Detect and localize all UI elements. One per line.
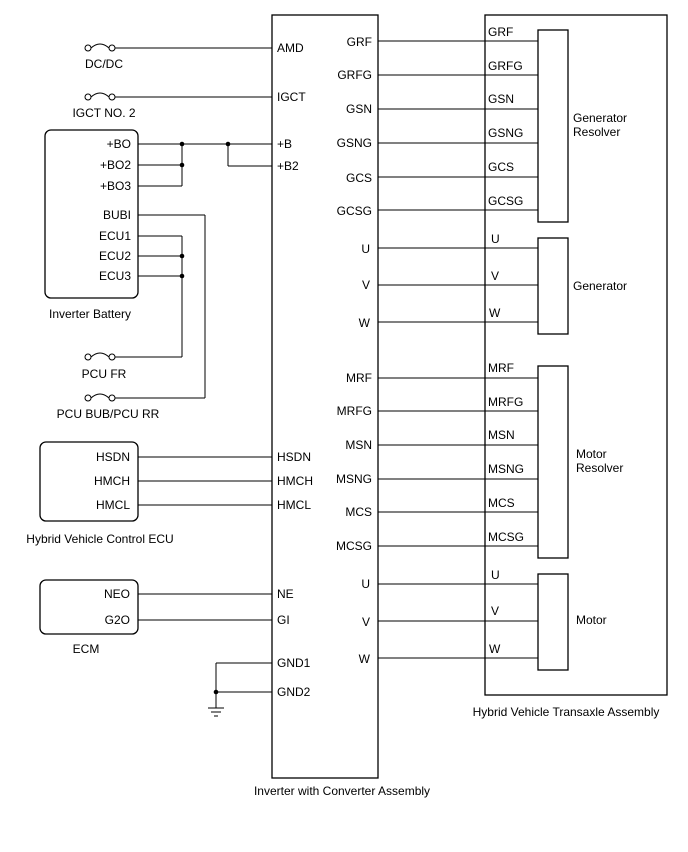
inverter-pin-igct: IGCT xyxy=(277,90,306,104)
inverter-pin-gnd1: GND1 xyxy=(277,656,311,670)
battery-pin-ecu1: ECU1 xyxy=(99,229,131,243)
inverter-pin-gcsg: GCSG xyxy=(337,204,372,218)
inverter-pin-gi: GI xyxy=(277,613,290,627)
hv-ecu-pin-hmch: HMCH xyxy=(94,474,130,488)
transaxle-pin-msng: MSNG xyxy=(488,462,524,476)
inverter-pin-grf: GRF xyxy=(347,35,372,49)
transaxle-pin-mot-v: V xyxy=(491,604,499,618)
inverter-pin-mrf: MRF xyxy=(346,371,372,385)
inverter-pin-amd: AMD xyxy=(277,41,304,55)
transaxle-title: Hybrid Vehicle Transaxle Assembly xyxy=(473,705,660,719)
inverter-battery-box xyxy=(44,129,139,299)
inverter-pin-b2: +B2 xyxy=(277,159,299,173)
ground-icon xyxy=(208,707,224,717)
transaxle-box xyxy=(484,14,668,696)
battery-pin-bubi: BUBI xyxy=(103,208,131,222)
transaxle-pin-gcs: GCS xyxy=(488,160,514,174)
inverter-pin-hmcl: HMCL xyxy=(277,498,311,512)
inverter-box xyxy=(271,14,379,779)
generator-resolver-box xyxy=(537,29,569,223)
battery-pin-ecu3: ECU3 xyxy=(99,269,131,283)
fuse-pcu-fr xyxy=(84,352,182,361)
transaxle-pin-mot-w: W xyxy=(489,642,501,656)
hv-ecu-pin-hsdn: HSDN xyxy=(96,450,130,464)
transaxle-pin-msn: MSN xyxy=(488,428,515,442)
fuse-label-pcu-fr: PCU FR xyxy=(82,367,127,381)
inverter-title: Inverter with Converter Assembly xyxy=(254,784,430,798)
fuse-label-pcu-bub: PCU BUB/PCU RR xyxy=(57,407,160,421)
inverter-pin-hmch: HMCH xyxy=(277,474,313,488)
transaxle-pin-mrf: MRF xyxy=(488,361,514,375)
battery-pin-bo: +BO xyxy=(107,137,131,151)
inverter-pin-hsdn: HSDN xyxy=(277,450,311,464)
transaxle-pin-grf: GRF xyxy=(488,25,513,39)
ecu-wiring xyxy=(138,456,272,621)
ecm-box xyxy=(39,579,139,635)
motor-resolver-box xyxy=(537,365,569,559)
fuse-igct xyxy=(84,92,272,101)
inverter-pin-gnd2: GND2 xyxy=(277,685,311,699)
inverter-pin-mot-w: W xyxy=(359,652,371,666)
inverter-battery-title: Inverter Battery xyxy=(49,307,131,321)
transaxle-pin-gen-w: W xyxy=(489,306,501,320)
inverter-pin-msng: MSNG xyxy=(336,472,372,486)
ground-wiring xyxy=(213,662,272,708)
inverter-pin-grfg: GRFG xyxy=(337,68,372,82)
generator-box xyxy=(537,237,569,335)
motor-resolver-label-2: Resolver xyxy=(576,461,623,475)
transaxle-pin-mcs: MCS xyxy=(488,496,515,510)
transaxle-pin-gen-u: U xyxy=(491,232,500,246)
inverter-pin-mcsg: MCSG xyxy=(336,539,372,553)
generator-resolver-label-1: Generator xyxy=(573,111,627,125)
ecm-pin-neo: NEO xyxy=(104,587,130,601)
transaxle-pin-gcsg: GCSG xyxy=(488,194,523,208)
inverter-pin-gcs: GCS xyxy=(346,171,372,185)
inverter-pin-b: +B xyxy=(277,137,292,151)
hv-ecu-title: Hybrid Vehicle Control ECU xyxy=(26,532,173,546)
inverter-pin-gen-u: U xyxy=(361,242,370,256)
inverter-pin-gen-w: W xyxy=(359,316,371,330)
inverter-pin-mrfg: MRFG xyxy=(337,404,372,418)
inverter-pin-gen-v: V xyxy=(362,278,370,292)
ecm-title: ECM xyxy=(73,642,100,656)
transaxle-pin-mot-u: U xyxy=(491,568,500,582)
ecm-pin-g2o: G2O xyxy=(105,613,130,627)
inverter-pin-mot-v: V xyxy=(362,615,370,629)
inverter-pin-mcs: MCS xyxy=(345,505,372,519)
inverter-pin-gsn: GSN xyxy=(346,102,372,116)
transaxle-pin-gen-v: V xyxy=(491,269,499,283)
inverter-transaxle-wires xyxy=(378,40,538,659)
inverter-pin-gsng: GSNG xyxy=(337,136,372,150)
fuse-pcu-bub xyxy=(84,393,205,402)
transaxle-pin-gsn: GSN xyxy=(488,92,514,106)
battery-pin-ecu2: ECU2 xyxy=(99,249,131,263)
motor-resolver-label-1: Motor xyxy=(576,447,607,461)
inverter-pin-msn: MSN xyxy=(345,438,372,452)
transaxle-pin-gsng: GSNG xyxy=(488,126,523,140)
fuse-dcdc xyxy=(84,43,272,52)
transaxle-pin-mcsg: MCSG xyxy=(488,530,524,544)
transaxle-pin-grfg: GRFG xyxy=(488,59,523,73)
transaxle-pin-mrfg: MRFG xyxy=(488,395,523,409)
motor-box xyxy=(537,573,569,671)
motor-label: Motor xyxy=(576,613,607,627)
inverter-pin-mot-u: U xyxy=(361,577,370,591)
battery-wiring xyxy=(138,141,272,398)
hv-ecu-pin-hmcl: HMCL xyxy=(96,498,130,512)
fuse-label-igct: IGCT NO. 2 xyxy=(72,106,135,120)
battery-pin-bo2: +BO2 xyxy=(100,158,131,172)
battery-pin-bo3: +BO3 xyxy=(100,179,131,193)
generator-label: Generator xyxy=(573,279,627,293)
generator-resolver-label-2: Resolver xyxy=(573,125,620,139)
fuse-label-dcdc: DC/DC xyxy=(85,57,123,71)
inverter-pin-ne: NE xyxy=(277,587,294,601)
